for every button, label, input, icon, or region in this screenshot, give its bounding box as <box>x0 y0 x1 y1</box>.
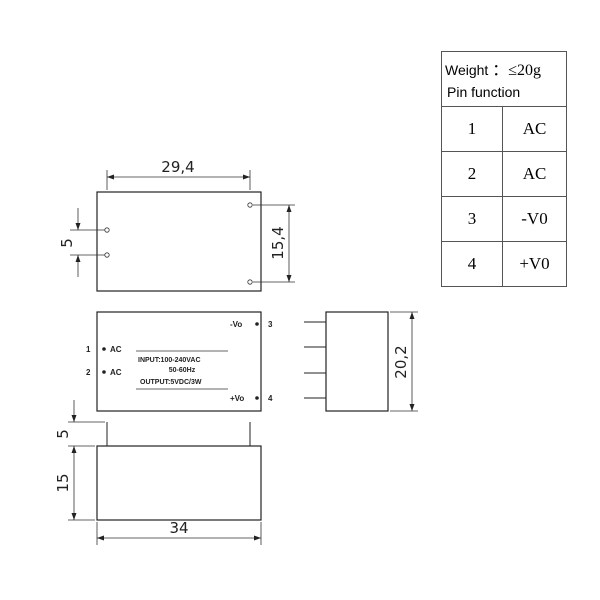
pin-3-label: -Vo <box>230 320 242 329</box>
top-length-dimension: 29,4 <box>161 158 194 176</box>
pin-number: 3 <box>441 196 503 242</box>
bottom-body-height-dimension: 15 <box>54 473 72 492</box>
frequency-text: 50-60Hz <box>169 367 196 374</box>
pin-2-number: 2 <box>86 368 91 377</box>
pin-row: 1 AC <box>441 106 567 152</box>
pin-2-label: AC <box>110 368 122 377</box>
weight-cell: Weight ：≤20g <box>441 51 567 84</box>
pin-1-number: 1 <box>86 345 91 354</box>
bottom-view: 5 15 34 <box>54 400 262 545</box>
output-rating-text: OUTPUT:5VDC/3W <box>140 379 202 386</box>
pin-row: 3 -V0 <box>441 196 567 242</box>
side-view-body <box>325 311 389 412</box>
pin-function: AC <box>502 151 567 197</box>
side-height-dimension: 20,2 <box>392 345 410 378</box>
weight-value: ：≤20g <box>492 62 542 79</box>
pin-4-number: 4 <box>268 394 273 403</box>
pin-function: -V0 <box>502 196 567 242</box>
bottom-pin-length-dimension: 5 <box>54 429 72 439</box>
pin-row: 4 +V0 <box>441 241 567 287</box>
front-view-body <box>96 311 262 412</box>
top-height-dimension: 15,4 <box>269 226 287 259</box>
pin-function-header: Pin function <box>441 84 567 107</box>
input-rating-text: INPUT:100-240VAC <box>138 357 201 364</box>
pin-number: 1 <box>441 106 503 152</box>
bottom-view-body <box>96 445 262 521</box>
top-pin-hole-3 <box>247 202 253 208</box>
pin-row: 2 AC <box>441 151 567 197</box>
side-view: 20,2 <box>304 311 418 412</box>
pin-number: 2 <box>441 151 503 197</box>
spec-table: Weight ：≤20g Pin function 1 AC 2 AC 3 -V… <box>441 51 567 287</box>
pin-3-number: 3 <box>268 320 273 329</box>
pin-1-label: AC <box>110 345 122 354</box>
pin-number: 4 <box>441 241 503 287</box>
top-pin-hole-4 <box>247 279 253 285</box>
weight-label: Weight <box>445 62 489 78</box>
pin-function: AC <box>502 106 567 152</box>
front-view: 1 AC 2 AC -Vo 3 +Vo 4 INPUT:100-240VAC 5… <box>86 311 273 412</box>
bottom-length-dimension: 34 <box>169 519 188 537</box>
top-pin-pitch-dimension: 5 <box>58 238 76 248</box>
top-view: 29,4 5 15,4 <box>58 158 295 292</box>
pin-4-label: +Vo <box>230 394 244 403</box>
pin-function: +V0 <box>502 241 567 287</box>
top-view-body <box>96 191 262 292</box>
